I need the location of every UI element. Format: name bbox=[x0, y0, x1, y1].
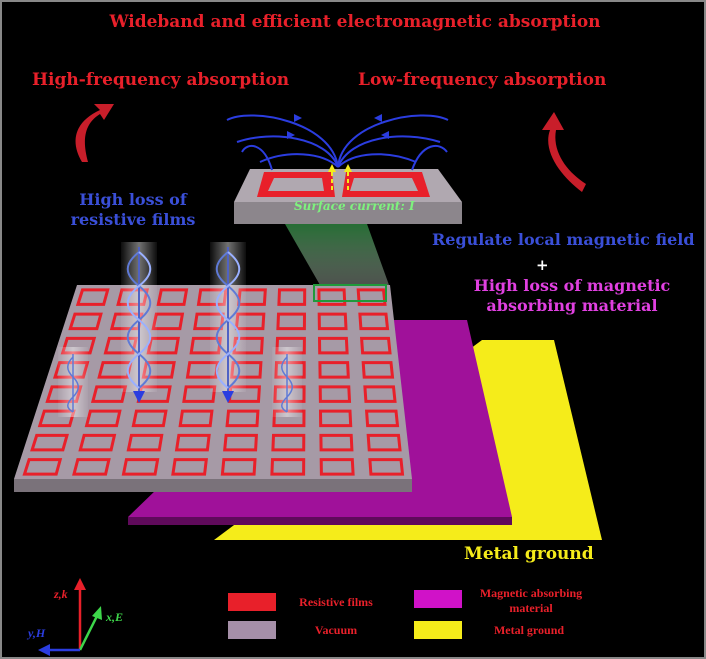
resistive-film-loop bbox=[364, 409, 400, 428]
em-wave-small-right bbox=[281, 354, 293, 413]
zoomed-unit-cell bbox=[234, 164, 462, 224]
resistive-film-loop bbox=[156, 288, 189, 306]
resistive-film-loop bbox=[75, 288, 110, 306]
legend-label-metal: Metal ground bbox=[493, 623, 565, 637]
legend-label-vacuum: Vacuum bbox=[314, 623, 358, 637]
metal-ground-label: Metal ground bbox=[464, 544, 594, 564]
low-frequency-arrow bbox=[542, 112, 586, 192]
em-wave-right bbox=[215, 247, 241, 403]
resistive-film-loop bbox=[78, 433, 117, 452]
resistive-film-loop bbox=[317, 312, 348, 331]
legend-label-resistive: Resistive films bbox=[299, 595, 373, 609]
resistive-loss-label: High loss of resistive films bbox=[70, 190, 196, 229]
resistive-film-loop bbox=[366, 433, 402, 452]
plus-sign: + bbox=[536, 256, 549, 274]
em-wave-small-left bbox=[67, 354, 79, 413]
resistive-film-loop bbox=[317, 288, 347, 306]
legend-swatch-vacuum bbox=[228, 621, 276, 639]
resistive-film-loop bbox=[368, 458, 405, 476]
resistive-film-loop bbox=[178, 409, 214, 428]
resistive-film-loop bbox=[319, 458, 355, 476]
resistive-film-loop bbox=[271, 433, 306, 452]
resistive-film-loop bbox=[277, 288, 307, 306]
zoom-beam bbox=[285, 224, 389, 285]
legend-label-magnetic: Magnetic absorbing material bbox=[479, 586, 583, 615]
resistive-film-loop bbox=[361, 361, 395, 379]
resistive-film-loop bbox=[318, 409, 353, 428]
resistive-film-loop bbox=[182, 385, 217, 403]
legend-swatch-resistive bbox=[228, 593, 276, 611]
low-frequency-label: Low-frequency absorption bbox=[358, 70, 607, 90]
high-frequency-label: High-frequency absorption bbox=[32, 70, 290, 90]
em-wave-left bbox=[126, 247, 152, 403]
resistive-film-loop bbox=[225, 409, 260, 428]
resistive-film-loop bbox=[270, 458, 306, 476]
axis-label-x: x,E bbox=[106, 610, 124, 624]
resistive-film-loop bbox=[317, 336, 349, 355]
legend-swatch-magnetic bbox=[414, 590, 462, 608]
resistive-film-loop bbox=[90, 385, 128, 403]
magnetic-field-lines bbox=[226, 114, 449, 171]
resistive-film-loop bbox=[22, 458, 63, 476]
legend-swatch-metal bbox=[414, 621, 462, 639]
coordinate-axes bbox=[38, 578, 102, 656]
resistive-film-loop bbox=[358, 312, 390, 331]
resistive-film-loop bbox=[318, 361, 350, 379]
diagram-title: Wideband and efficient electromagnetic a… bbox=[109, 12, 601, 32]
magnetic-loss-label: High loss of magnetic absorbing material bbox=[473, 276, 671, 315]
resistive-film-loop bbox=[72, 458, 111, 476]
resistive-film-loop bbox=[84, 409, 122, 428]
resistive-film-loop bbox=[131, 409, 168, 428]
resistive-film-loop bbox=[126, 433, 164, 452]
resistive-film-loop bbox=[68, 312, 103, 331]
resistive-film-loop bbox=[276, 312, 307, 331]
surface-current-label: Surface current: I bbox=[294, 199, 415, 213]
resistive-film-loop bbox=[318, 385, 352, 403]
resistive-film-loop bbox=[30, 433, 69, 452]
resistive-film-loop bbox=[174, 433, 211, 452]
axis-label-y: y,H bbox=[28, 626, 46, 640]
resistive-film-loop bbox=[171, 458, 208, 476]
resistive-film-loop bbox=[319, 433, 354, 452]
resistive-film-loop bbox=[363, 385, 397, 403]
regulate-field-label: Regulate local magnetic field bbox=[432, 230, 695, 249]
resistive-film-loop bbox=[220, 458, 257, 476]
resistive-film-loop bbox=[121, 458, 160, 476]
resistive-film-loop bbox=[356, 288, 387, 306]
resistive-film-loop bbox=[223, 433, 258, 452]
resistive-film-loop bbox=[359, 336, 392, 355]
axis-label-z: z,k bbox=[54, 587, 68, 601]
high-frequency-arrow bbox=[75, 104, 114, 162]
